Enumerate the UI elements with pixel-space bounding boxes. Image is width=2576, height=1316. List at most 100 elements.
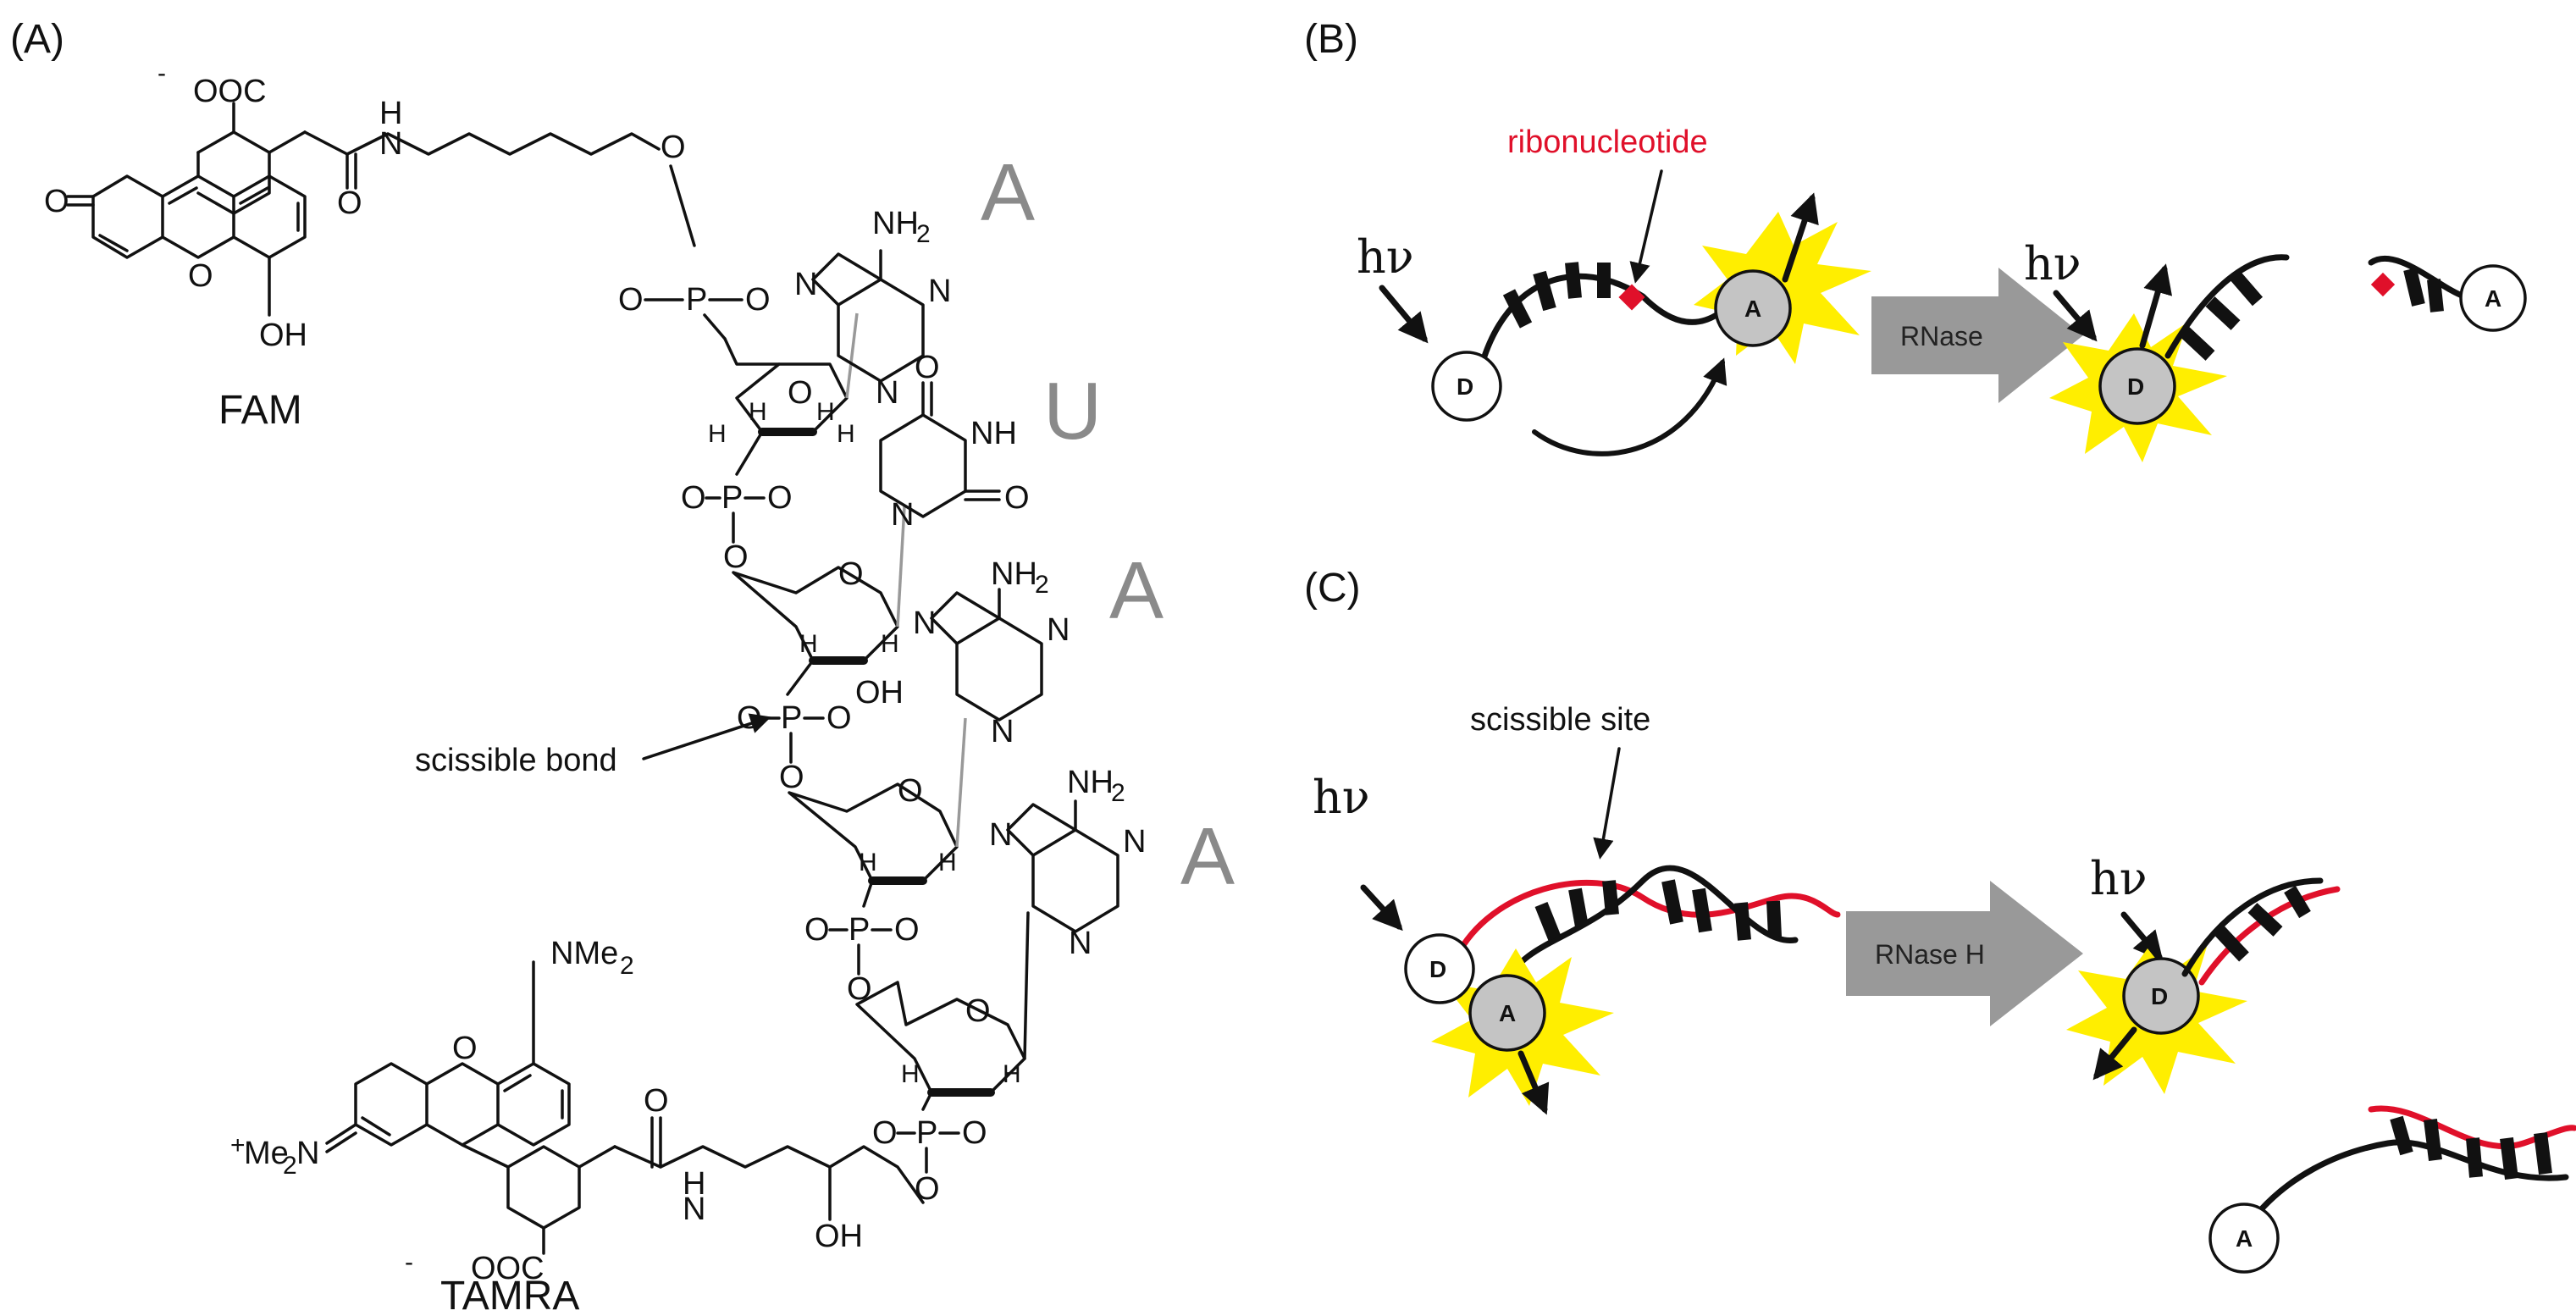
panel-b-cleaved-donor-node xyxy=(2098,347,2176,425)
svg-text:O: O xyxy=(745,282,771,318)
svg-text:O: O xyxy=(44,184,69,219)
panel-c-duplex-rungs xyxy=(1534,879,1782,941)
panel-c-emission-arrow xyxy=(1517,1050,1550,1115)
svg-text:O: O xyxy=(337,185,362,221)
svg-text:O: O xyxy=(788,375,813,411)
base-letter-1: A xyxy=(981,147,1035,238)
panel-b-fret-arrow xyxy=(1532,357,1727,456)
svg-text:N: N xyxy=(379,126,402,162)
svg-text:N: N xyxy=(1047,612,1070,648)
fam-label: FAM xyxy=(218,388,302,433)
scissible-bond-arrow xyxy=(642,713,771,760)
svg-text:O: O xyxy=(1004,480,1030,516)
svg-text:O: O xyxy=(915,350,940,385)
tamra-label: TAMRA xyxy=(440,1274,579,1316)
panel-c-hv-1: hν xyxy=(1313,771,1370,824)
svg-text:O: O xyxy=(661,130,686,165)
svg-text:H: H xyxy=(749,398,767,426)
panel-b-acceptor-fragment xyxy=(2368,255,2468,300)
svg-text:P: P xyxy=(849,912,870,948)
rnase-arrow xyxy=(1871,268,2083,403)
svg-text:-: - xyxy=(405,1248,413,1276)
panel-b-cleaved-donor-strand xyxy=(2164,254,2290,359)
rnase-h-arrow xyxy=(1846,881,2083,1026)
svg-text:N: N xyxy=(1123,824,1146,860)
svg-text:O: O xyxy=(188,258,213,294)
base-letter-3: A xyxy=(1109,545,1164,636)
panel-b-acceptor-node xyxy=(1714,269,1792,347)
svg-text:2: 2 xyxy=(1111,779,1125,807)
base-adenine-1: NH 2 N N N xyxy=(794,206,951,411)
svg-text:O: O xyxy=(644,1083,669,1119)
panel-b-emission-arrow-2 xyxy=(2139,263,2173,349)
svg-text:O: O xyxy=(898,773,923,809)
svg-text:NH: NH xyxy=(872,206,919,241)
svg-text:2: 2 xyxy=(283,1152,297,1180)
svg-text:O: O xyxy=(723,539,749,575)
panel-c-emission-arrow-2 xyxy=(2092,1026,2137,1081)
svg-text:N: N xyxy=(913,605,936,641)
svg-text:A: A xyxy=(2236,1225,2253,1252)
svg-text:D: D xyxy=(2151,983,2168,1009)
rnase-h-label: RNase H xyxy=(1875,939,1985,970)
scissible-site-arrow xyxy=(1593,747,1621,860)
panel-b-cleaved-rungs xyxy=(2180,271,2264,361)
svg-text:P: P xyxy=(916,1115,937,1151)
panel-c-excitation-arrow-1 xyxy=(1360,884,1403,932)
svg-text:A: A xyxy=(1499,1000,1516,1026)
svg-text:2: 2 xyxy=(1035,571,1049,599)
svg-text:+: + xyxy=(230,1131,246,1159)
svg-text:2: 2 xyxy=(620,952,634,980)
svg-text:H: H xyxy=(859,849,877,876)
svg-text:O: O xyxy=(894,912,920,948)
svg-text:H: H xyxy=(837,420,855,448)
svg-text:H: H xyxy=(881,630,899,658)
svg-text:O: O xyxy=(779,760,804,795)
svg-text:OOC: OOC xyxy=(193,74,267,109)
svg-text:N: N xyxy=(876,375,898,411)
svg-text:P: P xyxy=(781,700,802,736)
base-uracil: O NH O N xyxy=(879,350,1030,533)
base-adenine-2: NH 2 N N N xyxy=(913,556,1070,749)
panel-c-hv-2: hν xyxy=(2090,852,2148,905)
panel-b-excitation-arrow-2 xyxy=(2053,290,2098,342)
svg-text:H: H xyxy=(799,630,818,658)
svg-text:O: O xyxy=(965,993,991,1029)
svg-text:H: H xyxy=(1003,1060,1021,1088)
svg-text:N: N xyxy=(989,817,1012,853)
svg-text:D: D xyxy=(2127,373,2144,400)
scissible-site-label: scissible site xyxy=(1470,702,1650,738)
panel-c-cleaved-donor-node xyxy=(2122,957,2200,1035)
svg-text:P: P xyxy=(686,282,707,318)
panel-c-excitation-arrow-2 xyxy=(2120,911,2164,962)
svg-text:O: O xyxy=(847,971,872,1007)
svg-text:OOC: OOC xyxy=(471,1251,544,1286)
svg-text:D: D xyxy=(1429,956,1446,982)
panel-a-label: (A) xyxy=(10,17,64,62)
svg-text:NH: NH xyxy=(1067,765,1114,800)
panel-b-excitation-arrow-1 xyxy=(1379,285,1429,344)
tamra-structure: NMe 2 O + Me 2 N OOC - O H N OH xyxy=(230,936,925,1286)
svg-text:O: O xyxy=(681,480,706,516)
svg-text:D: D xyxy=(1457,373,1473,400)
svg-text:H: H xyxy=(938,849,957,876)
svg-text:H: H xyxy=(379,96,402,131)
svg-text:O: O xyxy=(737,700,762,736)
panel-c-released-acceptor-node xyxy=(2208,1203,2280,1274)
panel-c-dna-strand xyxy=(1504,865,1799,986)
base-letter-2: U xyxy=(1043,366,1102,456)
svg-text:N: N xyxy=(928,274,951,309)
svg-text:N: N xyxy=(1069,926,1092,961)
svg-text:A: A xyxy=(2485,285,2501,312)
panel-c-remaining-rungs xyxy=(2214,885,2311,962)
panel-c-remaining-dna xyxy=(2181,877,2324,977)
panel-b-hv-1: hν xyxy=(1357,230,1414,284)
svg-text:O: O xyxy=(767,480,793,516)
svg-text:OH: OH xyxy=(855,675,904,711)
svg-text:O: O xyxy=(826,700,852,736)
svg-text:N: N xyxy=(296,1136,319,1171)
svg-text:H: H xyxy=(708,420,727,448)
panel-b-ribonucleotide-marker xyxy=(1618,284,1645,311)
panel-c-released-rungs xyxy=(2390,1115,2552,1180)
